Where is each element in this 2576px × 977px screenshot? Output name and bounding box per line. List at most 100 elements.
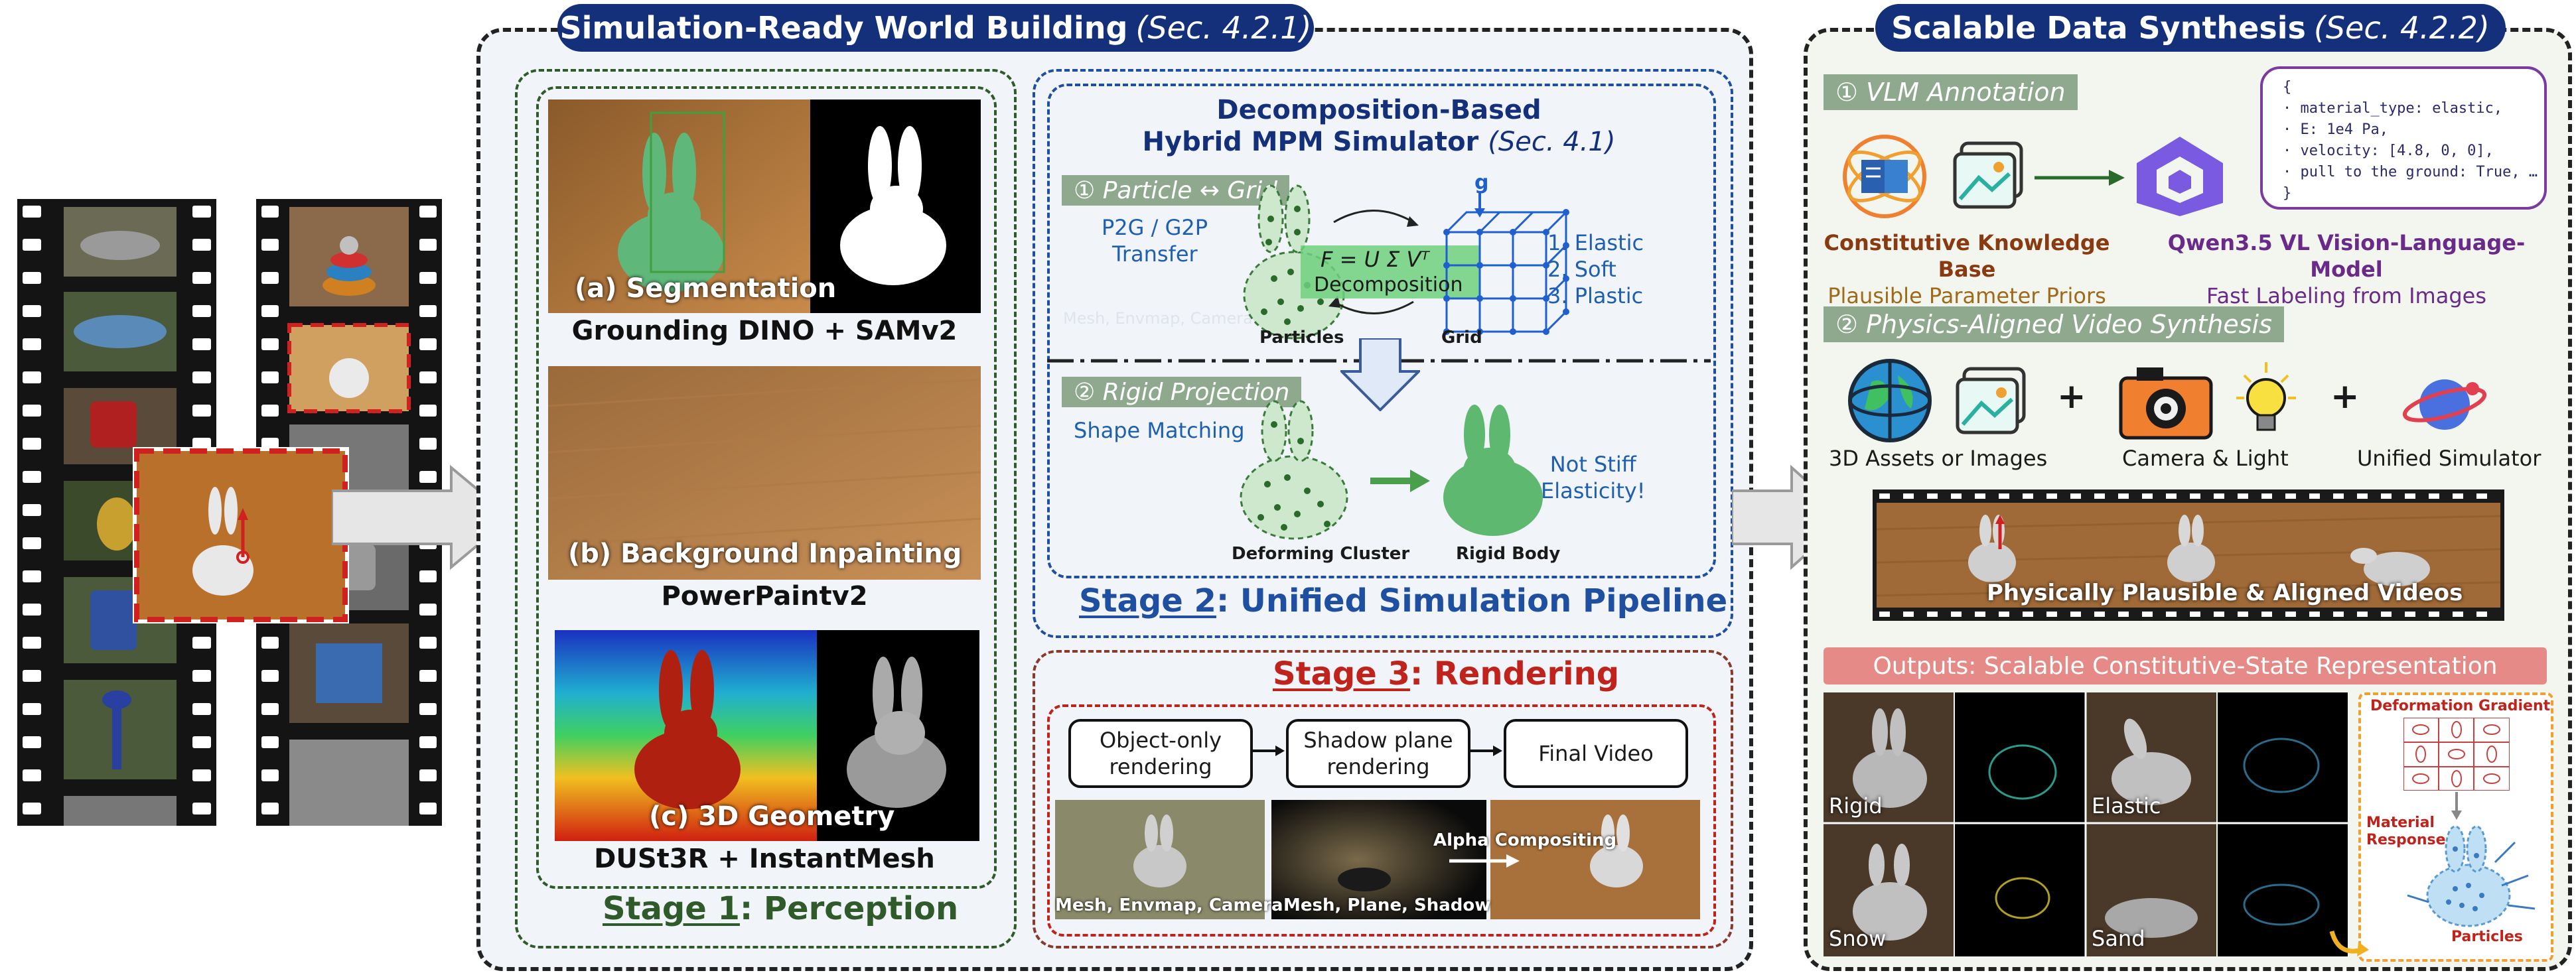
data-title-section: (Sec. 4.2.2)	[2313, 10, 2490, 46]
stage3-label: Stage 3: Rendering	[1273, 655, 1619, 692]
qwen-logo-icon	[2137, 137, 2223, 216]
geometry-image	[555, 630, 979, 841]
particles-output-label: Particles	[2451, 929, 2523, 945]
world-title-section: (Sec. 4.2.1)	[1135, 10, 1312, 46]
rigid-body-label: Rigid Body	[1456, 544, 1561, 564]
video-caption: Physically Plausible & Aligned Videos	[1987, 580, 2463, 606]
not-stiff-line2: Elasticity!	[1541, 478, 1646, 503]
material-item: 3. Plastic	[1547, 283, 1644, 308]
knowledge-base-title: Constitutive Knowledge Base	[1824, 230, 2110, 282]
shape-matching-label: Shape Matching	[1074, 418, 1245, 443]
material-response-line1: Material	[2366, 814, 2435, 831]
not-stiff-line1: Not Stiff	[1549, 452, 1636, 477]
outputs-grid	[1824, 692, 2348, 956]
particles-bunny-icon	[2407, 825, 2536, 927]
curved-arrow-icon	[2329, 930, 2369, 956]
output-label-elastic: Elastic	[2092, 793, 2161, 818]
material-item: 1. Elastic	[1547, 230, 1644, 255]
book-icon	[1843, 135, 1926, 218]
shadow-plane-render-caption: Mesh, Plane, Shadow	[1283, 895, 1491, 915]
stage2-name: : Unified Simulation Pipeline	[1216, 582, 1728, 619]
perception-panel	[515, 69, 1017, 948]
globe-icon	[1848, 359, 1932, 442]
output-label-snow: Snow	[1829, 926, 1887, 951]
json-line: {	[2283, 79, 2292, 96]
background-tool: PowerPaintv2	[661, 581, 868, 612]
planet-icon	[2402, 379, 2487, 430]
g-label: g	[1474, 171, 1489, 194]
highlighted-frame	[133, 447, 349, 623]
final-video-box: Final Video	[1504, 719, 1688, 788]
background-image	[548, 366, 981, 580]
film-strip	[17, 199, 442, 826]
segmentation-tool: Grounding DINO + SAMv2	[571, 316, 958, 346]
render-arrow-icon	[1468, 746, 1502, 756]
json-line: · velocity: [4.8, 0, 0],	[2283, 143, 2494, 159]
stage1-label-text: Stage 1	[603, 890, 740, 927]
qwen-title: Qwen3.5 VL Vision-Language-Model	[2167, 230, 2526, 282]
json-line: }	[2283, 185, 2292, 202]
data-synthesis-title: Scalable Data Synthesis(Sec. 4.2.2)	[1875, 4, 2506, 52]
vlm-annotation-tag: ① VLM Annotation	[1824, 74, 2078, 110]
plus-sign: +	[2057, 377, 2086, 417]
simulator-inner-panel	[1047, 84, 1716, 578]
simulator-panel	[1033, 69, 1733, 638]
world-building-title: Simulation-Ready World Building(Sec. 4.2…	[557, 4, 1314, 52]
object-only-rendering-box: Object-only rendering	[1068, 719, 1253, 788]
simulator-title-line1: Decomposition-Based	[1216, 95, 1541, 125]
physics-aligned-tag: ② Physics-Aligned Video Synthesis	[1824, 306, 2284, 342]
render-arrow-icon	[1250, 746, 1285, 756]
material-response-label: Material Response	[2366, 814, 2446, 849]
image-icon	[1956, 367, 2026, 434]
rendering-inner-panel	[1047, 704, 1716, 937]
output-label-rigid: Rigid	[1829, 793, 1883, 818]
stage2-label: Stage 2: Unified Simulation Pipeline	[1079, 582, 1727, 619]
background-caption: (b) Background Inpainting	[568, 539, 962, 569]
video-strip	[1873, 489, 2504, 621]
stage1-name: : Perception	[739, 890, 959, 927]
grid-label: Grid	[1441, 328, 1482, 348]
qwen-subtitle: Fast Labeling from Images	[2206, 283, 2486, 308]
output-label-sand: Sand	[2092, 926, 2145, 951]
transfer-line1: P2G / G2P	[1102, 215, 1208, 240]
world-title-text: Simulation-Ready World Building	[559, 10, 1128, 46]
rigid-bunny	[1443, 405, 1543, 536]
segmentation-caption: (a) Segmentation	[575, 273, 837, 304]
not-stiff-label: Not Stiff Elasticity!	[1541, 451, 1646, 504]
plus-sign: +	[2330, 377, 2360, 417]
object-only-render-image	[1055, 800, 1265, 919]
particle-grid-diagram	[1243, 184, 1569, 340]
segmentation-image	[548, 99, 981, 313]
unified-simulator-label: Unified Simulator	[2357, 446, 2541, 471]
image-icon	[1953, 141, 2023, 209]
simulator-title-sec: (Sec. 4.1)	[1488, 127, 1616, 157]
particle-grid-tag: ① Particle ↔ Grid	[1062, 175, 1289, 206]
decomposition-text: Decomposition	[1314, 273, 1463, 296]
faded-text: Mesh, Envmap, Camera	[1063, 309, 1253, 328]
simulator-title-line2: Hybrid MPM Simulator (Sec. 4.1)	[1047, 126, 1711, 158]
json-line: · E: 1e4 Pa,	[2283, 121, 2388, 138]
camera-light-label: Camera & Light	[2122, 446, 2289, 471]
formula-text: F = U Σ Vᵀ	[1321, 247, 1429, 272]
geometry-caption: (c) 3D Geometry	[649, 801, 895, 832]
stage2-label-text: Stage 2	[1079, 582, 1216, 619]
deformation-gradient-grid	[2403, 718, 2510, 791]
down-arrow-icon	[2451, 792, 2462, 820]
stage3-name: : Rendering	[1409, 655, 1620, 692]
deforming-cluster-label: Deforming Cluster	[1232, 544, 1410, 564]
down-arrow-icon	[1340, 338, 1420, 411]
geometry-tool: DUSt3R + InstantMesh	[594, 844, 935, 874]
material-item: 2. Soft	[1547, 257, 1616, 282]
camera-icon	[2119, 367, 2213, 440]
shadow-plane-rendering-box: Shadow plane rendering	[1286, 719, 1470, 788]
right-arrow-icon	[2035, 170, 2125, 186]
stage3-label-text: Stage 3	[1273, 655, 1410, 692]
deforming-cluster	[1240, 400, 1348, 540]
light-bulb-icon	[2236, 362, 2296, 431]
rigid-projection-tag: ② Rigid Projection	[1062, 377, 1302, 407]
transfer-line2: Transfer	[1112, 241, 1198, 267]
film-strip-graphic	[17, 199, 442, 826]
knowledge-base-label: Constitutive Knowledge Base Plausible Pa…	[1814, 229, 2119, 309]
material-list: 1. Elastic 2. Soft 3. Plastic	[1547, 229, 1644, 309]
json-line: · pull to the ground: True, …	[2283, 164, 2538, 180]
